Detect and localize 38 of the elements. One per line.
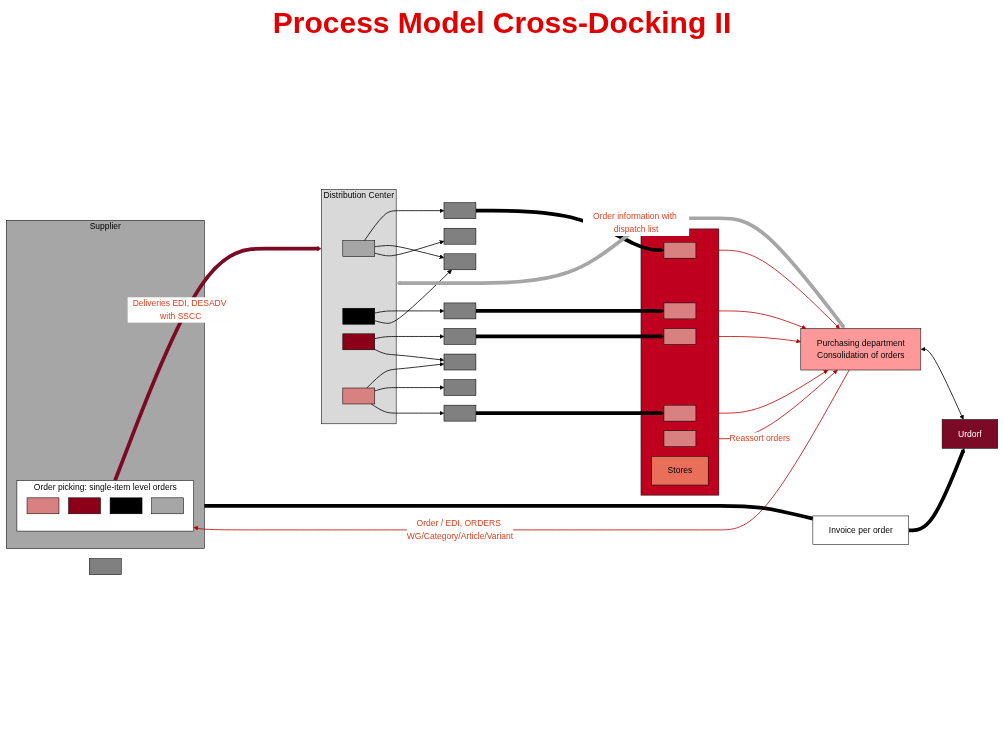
node-box xyxy=(443,379,477,396)
connector xyxy=(204,503,814,521)
node-box xyxy=(89,558,122,575)
node-box xyxy=(342,240,375,257)
node-box: Urdorf xyxy=(941,419,998,449)
node-box xyxy=(26,497,60,515)
arrow xyxy=(908,448,966,533)
node-box xyxy=(342,333,375,351)
node-box xyxy=(342,387,375,405)
arrow xyxy=(475,334,665,339)
node-box: Invoice per order xyxy=(812,515,909,545)
arrow xyxy=(475,308,665,314)
cluster: Order picking: single-item level orders xyxy=(16,480,194,532)
node-box xyxy=(443,404,477,422)
node-box xyxy=(443,202,477,219)
node-box xyxy=(663,404,697,422)
node-box xyxy=(443,227,477,245)
node-box xyxy=(443,253,477,271)
diagram-title: Process Model Cross-Docking II xyxy=(271,6,733,40)
node-box xyxy=(443,353,477,371)
arrow xyxy=(475,410,665,416)
node-box xyxy=(443,328,477,345)
edge-label: Order / EDI, ORDERS WG/Category/Article/Variant xyxy=(406,518,514,541)
node-box xyxy=(663,302,697,320)
node-box xyxy=(663,430,697,447)
node-box: Purchasing department Consolidation of orders xyxy=(800,328,922,371)
node-box xyxy=(68,497,101,515)
node-box xyxy=(342,308,375,325)
node-box xyxy=(443,302,477,320)
cluster: Distribution Center xyxy=(321,189,397,425)
node-box xyxy=(151,497,184,515)
node-box xyxy=(663,241,697,259)
arrow xyxy=(113,246,322,482)
edge-label: Reassort orders xyxy=(729,433,791,443)
edge-label: Order information with dispatch list xyxy=(593,212,677,234)
node-box: Stores xyxy=(651,456,709,486)
node-box xyxy=(663,328,697,345)
node-box xyxy=(109,497,143,515)
